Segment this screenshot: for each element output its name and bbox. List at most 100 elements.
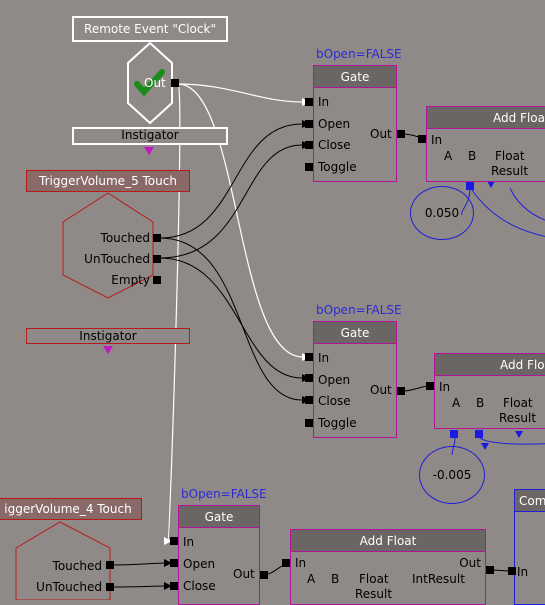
wire-blue-result-loop (509, 187, 545, 221)
wire-arrow (164, 559, 172, 567)
gate2-in-label: In (318, 351, 330, 365)
add-float2-a-port[interactable] (450, 430, 458, 438)
com-in-label: In (517, 565, 529, 579)
remote-event-out-label: Out (144, 76, 166, 90)
com-in-port[interactable] (508, 567, 516, 575)
add-float2-title-text: Add Flo (500, 357, 545, 372)
trigger5-untouched-port[interactable] (153, 255, 161, 263)
add-float1-float-label: Float (495, 149, 525, 163)
trigger5-empty-label: Empty (111, 273, 150, 287)
gate2-node[interactable]: Gate In Open Close Toggle (313, 321, 397, 438)
gate1-toggle-port[interactable] (305, 163, 313, 171)
gate1-close-port[interactable] (305, 141, 313, 149)
gate1-node[interactable]: Gate In Open Close Toggle (313, 65, 397, 182)
add-float1-title-text: Add Floa (493, 110, 545, 125)
add-float3-node[interactable]: Add Float In Out A B Float Result IntRes… (290, 529, 486, 605)
checkmark-icon (134, 69, 165, 97)
gate3-in-label: In (183, 535, 195, 549)
gate1-toggle-label: Toggle (318, 160, 357, 174)
gate1-out-label: Out (370, 127, 392, 141)
gate2-in-port[interactable] (305, 353, 313, 361)
add-float3-b-label: B (331, 572, 340, 586)
add-float1-b-label: B (468, 149, 477, 163)
add-float3-in-label: In (295, 556, 307, 570)
wire-arrow (164, 537, 172, 545)
gate3-in-port[interactable] (170, 537, 178, 545)
add-float3-out-port[interactable] (486, 566, 494, 574)
add-float2-title: Add Flo (435, 354, 545, 376)
gate1-out-port[interactable] (397, 130, 405, 138)
trigger5-hexagon (62, 192, 154, 299)
gate3-out-label: Out (233, 567, 255, 581)
add-float1-in-label: In (431, 133, 443, 147)
instigator-arrow (144, 147, 154, 155)
com-title: Com (515, 490, 545, 512)
trigger5-title[interactable]: TriggerVolume_5 Touch (26, 170, 190, 192)
add-float3-float-label: Float (359, 572, 389, 586)
add-float2-node[interactable]: Add Flo In A B Float Result (434, 353, 545, 429)
gate3-open-label: Open (183, 557, 216, 571)
gate2-close-port[interactable] (305, 396, 313, 404)
add-float2-result-label: Result (499, 411, 537, 425)
wire-clock-to-gate2-in (177, 83, 303, 358)
gate2-toggle-label: Toggle (318, 416, 357, 430)
trigger4-touched-label: Touched (52, 559, 102, 573)
add-float2-b-port[interactable] (475, 430, 483, 438)
trigger4-touched-port[interactable] (106, 561, 114, 569)
gate3-out-port[interactable] (260, 571, 268, 579)
const-float-neg0005[interactable]: -0.005 (419, 446, 485, 504)
add-float3-out-label: Out (459, 556, 481, 570)
add-float1-a-port[interactable] (466, 182, 474, 190)
add-float2-b-label: B (476, 396, 485, 410)
trigger4-untouched-port[interactable] (106, 583, 114, 591)
add-float3-in-port[interactable] (282, 559, 290, 567)
gate3-title: Gate (179, 506, 259, 528)
add-float2-float-label: Float (503, 396, 533, 410)
gate1-in-port[interactable] (305, 98, 313, 106)
wire-clock-to-gate1-in (177, 83, 303, 103)
add-float2-a-label: A (452, 396, 461, 410)
gate2-title: Gate (314, 322, 396, 344)
add-float3-a-label: A (307, 572, 316, 586)
add-float1-a-label: A (444, 149, 453, 163)
trigger4-title[interactable]: iggerVolume_4 Touch (0, 498, 142, 520)
gate2-open-label: Open (318, 373, 351, 387)
gate1-title: Gate (314, 66, 396, 88)
wire-blue-b2-loop (479, 437, 545, 445)
trigger5-touched-label: Touched (100, 231, 150, 245)
gate1-close-label: Close (318, 138, 351, 152)
gate3-open-port[interactable] (170, 559, 178, 567)
add-float1-node[interactable]: Add Floa In A B Float Result (426, 106, 545, 182)
wire-untouched-to-gate1-close (159, 144, 303, 259)
instigator-arrow (103, 346, 113, 354)
add-float1-result-label: Result (491, 164, 529, 178)
gate3-close-port[interactable] (170, 582, 178, 590)
gate2-open-port[interactable] (305, 374, 313, 382)
gate1-open-label: Open (318, 117, 351, 131)
gate2-close-label: Close (318, 394, 351, 408)
remote-event-hexagon (127, 41, 173, 125)
const-float-0050[interactable]: 0.050 (410, 186, 474, 240)
trigger5-touched-port[interactable] (153, 234, 161, 242)
add-float1-in-port[interactable] (418, 135, 426, 143)
gate3-node[interactable]: Gate In Open Close (178, 505, 260, 605)
remote-event-title[interactable]: Remote Event "Clock" (72, 16, 228, 42)
add-float3-result-label: Result (355, 587, 393, 601)
trigger5-empty-port[interactable] (153, 276, 161, 284)
gate1-comment: bOpen=FALSE (316, 47, 402, 61)
add-float3-intresult-label: IntResult (412, 572, 465, 586)
gate2-comment: bOpen=FALSE (316, 303, 402, 317)
remote-event-out-port[interactable] (171, 79, 179, 87)
gate2-out-label: Out (370, 383, 392, 397)
wire-t4-touched-to-gate3-open (113, 562, 171, 566)
trigger4-untouched-label: UnTouched (36, 580, 102, 594)
gate2-out-port[interactable] (397, 387, 405, 395)
gate2-toggle-port[interactable] (305, 419, 313, 427)
com-node[interactable]: Com In (514, 489, 545, 605)
gate1-open-port[interactable] (305, 120, 313, 128)
remote-event-instigator[interactable]: Instigator (72, 127, 228, 145)
trigger5-instigator[interactable]: Instigator (26, 328, 190, 344)
trigger4-hexagon (15, 521, 111, 600)
wire-untouched-to-gate2-open (159, 257, 303, 379)
add-float2-in-port[interactable] (426, 382, 434, 390)
